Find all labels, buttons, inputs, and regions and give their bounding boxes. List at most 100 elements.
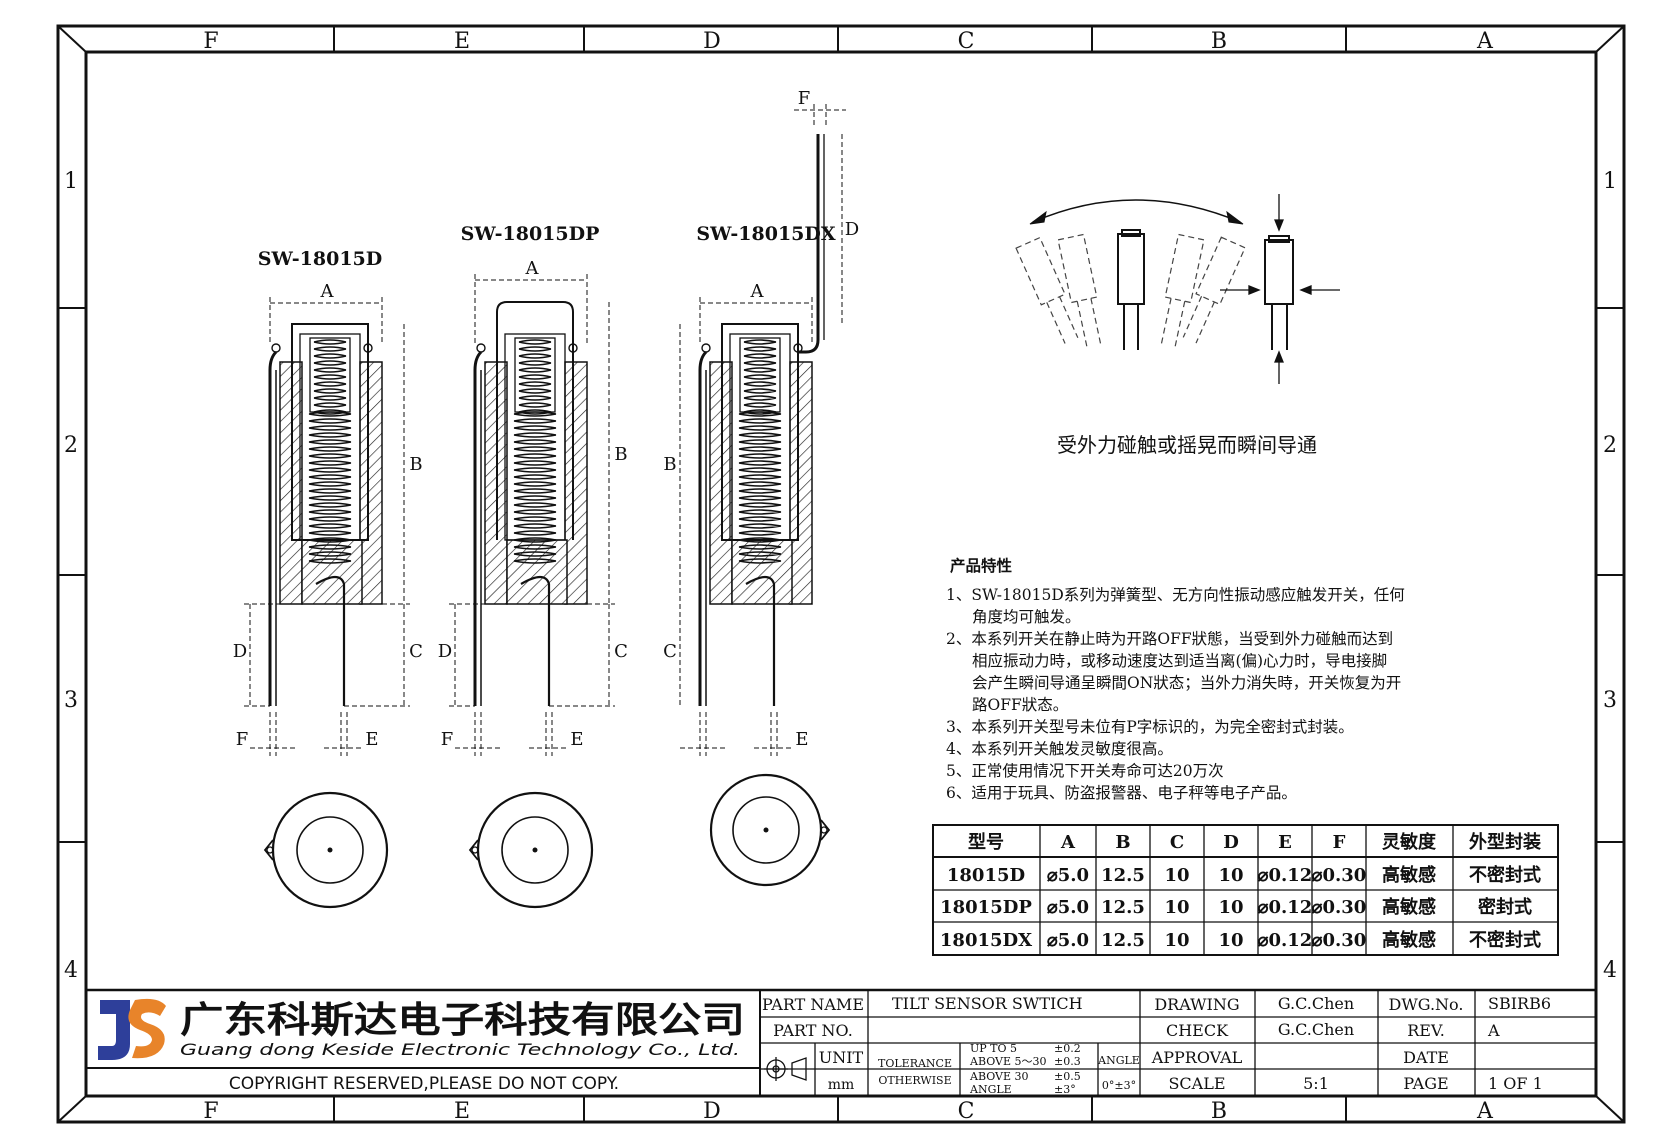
dimension-label: F: [441, 729, 454, 750]
col-label: C: [958, 1099, 975, 1124]
col-label: A: [1476, 29, 1494, 54]
center-lead: [315, 575, 346, 706]
top-view-center-pin: [327, 847, 333, 853]
dimension-label: A: [320, 281, 335, 302]
housing-base-plug: [506, 539, 568, 605]
top-view-lead-tab: [820, 819, 831, 841]
spec-cell: ⌀0.12: [1258, 930, 1313, 951]
col-label: C: [958, 29, 975, 54]
dwg-no-value: SBIRB6: [1488, 994, 1551, 1013]
drawing-title-18015dx: SW-18015DX: [696, 223, 835, 245]
spec-header-cell: 灵敏度: [1382, 831, 1437, 853]
arrow-right-head: [1226, 210, 1244, 225]
dimension-lines: [244, 297, 410, 756]
dimension-label: D: [845, 219, 859, 240]
dimension-label: B: [663, 454, 676, 475]
spring-coil: [738, 411, 782, 564]
rev-value: A: [1487, 1021, 1500, 1040]
spec-cell: 10: [1164, 865, 1189, 886]
page-label: PAGE: [1403, 1074, 1448, 1093]
spec-cell: 18015DX: [940, 930, 1032, 951]
inner-can: [496, 301, 574, 540]
scale-value: 5:1: [1303, 1074, 1329, 1093]
tol-value: ±3°: [1054, 1083, 1076, 1096]
spring-coil: [743, 339, 777, 415]
row-label: 2: [64, 433, 78, 458]
col-label: A: [1476, 1099, 1494, 1124]
center-lead: [520, 575, 551, 706]
drawing-label: DRAWING: [1154, 995, 1239, 1014]
spec-cell: 密封式: [1478, 896, 1532, 918]
col-label: F: [203, 1099, 218, 1124]
row-label: 3: [64, 688, 78, 713]
dimension-lines: [449, 274, 615, 756]
drawing-by: G.C.Chen: [1278, 994, 1354, 1013]
spec-cell: 12.5: [1101, 897, 1145, 918]
center-lead: [745, 575, 776, 706]
spec-header-cell: B: [1115, 832, 1130, 853]
dimension-label: D: [438, 641, 452, 662]
dimension-label: F: [798, 88, 811, 109]
spec-cell: ⌀5.0: [1047, 897, 1089, 918]
top-view-inner-ring: [501, 816, 569, 884]
row-label: 1: [64, 169, 78, 194]
housing-right-wall: [789, 361, 813, 605]
sheet-frame: [56, 24, 1626, 1124]
drawing-titles: SW-18015D SW-18015DP SW-18015DX: [258, 223, 836, 270]
spec-cell: 10: [1164, 930, 1189, 951]
spring-coil: [513, 411, 557, 564]
dimension-label: E: [570, 729, 583, 750]
feature-line: 4、本系列开关触发灵敏度很高。: [946, 740, 1173, 758]
tol-range: ANGLE: [969, 1083, 1012, 1096]
spec-header-cell: F: [1333, 832, 1346, 853]
tilted-switch-ghosts: [1015, 233, 1246, 351]
housing-right-wall: [359, 361, 383, 605]
lead-hook: [568, 343, 578, 353]
spring-coil: [518, 339, 552, 415]
tol-value: ±0.2: [1054, 1042, 1081, 1055]
feature-line: 角度均可触发。: [972, 608, 1081, 626]
tol-range: UP TO 5: [970, 1042, 1017, 1055]
tol-value: ±0.3: [1054, 1055, 1081, 1068]
feature-line: 6、适用于玩具、防盗报警器、电子秤等电子产品。: [946, 784, 1297, 802]
spec-header-cell: E: [1278, 832, 1292, 853]
spec-cell: ⌀5.0: [1047, 865, 1089, 886]
company-name-cn: 广东科斯达电子科技有限公司: [180, 999, 745, 1041]
frame-column-labels-bottom: F E D C B A: [203, 1099, 1494, 1124]
projection-symbol: [764, 1057, 807, 1081]
feature-line: 1、SW-18015D系列为弹簧型、无方向性振动感应触发开关，任何: [946, 585, 1405, 604]
check-by: G.C.Chen: [1278, 1020, 1354, 1039]
swing-arc-arrow: [1032, 199, 1241, 223]
spring-coil: [308, 411, 352, 564]
spec-header-cell: C: [1170, 832, 1184, 853]
lead-hook: [363, 343, 373, 353]
spec-cell: ⌀0.30: [1312, 897, 1367, 918]
spec-header-cell: 型号: [968, 831, 1004, 853]
inner-can-liner: [504, 333, 566, 541]
dimension-label: C: [663, 641, 677, 662]
feature-line: 3、本系列开关型号未位有P字标识的，为完全密封式封装。: [946, 718, 1354, 736]
tol-range: ABOVE 30: [969, 1070, 1029, 1083]
title-block: 广东科斯达电子科技有限公司 Guang dong Keside Electron…: [86, 988, 1596, 1096]
motion-caption: 受外力碰触或摇晃而瞬间导通: [1057, 433, 1317, 457]
inner-can-liner: [729, 333, 791, 541]
part-no-label: PART NO.: [773, 1021, 853, 1040]
spec-cell: 18015D: [947, 865, 1025, 886]
rev-label: REV.: [1407, 1021, 1445, 1040]
upright-switch: [1117, 229, 1145, 350]
spec-header-cell: D: [1223, 832, 1239, 853]
tol-value: ±0.5: [1054, 1070, 1081, 1083]
top-view-lead-hole: [266, 846, 274, 854]
top-view-inner-ring: [296, 816, 364, 884]
row-label: 4: [64, 958, 78, 983]
outer-lead: [268, 350, 278, 706]
row-label: 3: [1603, 688, 1617, 713]
title-block-grid: [86, 988, 1596, 1096]
angle-value: 0°±3°: [1102, 1079, 1136, 1092]
top-view-center-pin: [763, 827, 769, 833]
